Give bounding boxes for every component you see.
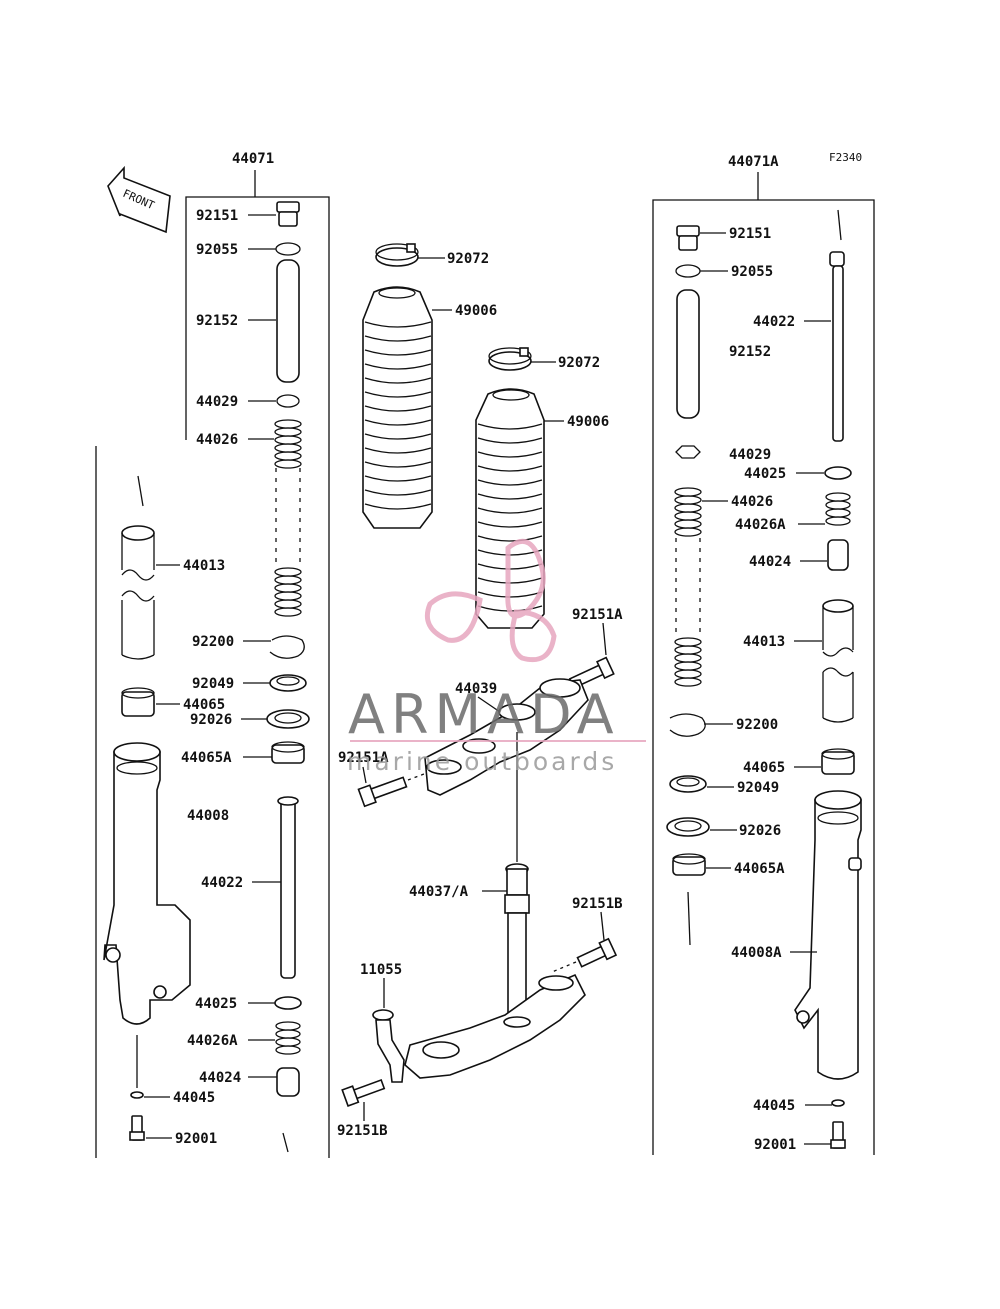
watermark-tagline: marine outboards xyxy=(347,747,617,776)
part-label: 92055 xyxy=(731,264,773,280)
right-parts xyxy=(666,209,862,1149)
part-label: 11055 xyxy=(360,962,402,978)
part-label: 44029 xyxy=(729,447,771,463)
leader-lines xyxy=(144,214,832,1145)
part-label: 44024 xyxy=(199,1070,241,1086)
part-label: 44037/A xyxy=(409,884,469,900)
part-label: 92072 xyxy=(447,251,489,267)
part-label: 92055 xyxy=(196,242,238,258)
figure-code: F2340 xyxy=(829,151,862,164)
part-label: 92151 xyxy=(729,226,771,242)
part-label: 44022 xyxy=(753,314,795,330)
part-label: 92151A xyxy=(338,750,389,766)
part-label: 44013 xyxy=(743,634,785,650)
part-label: 44039 xyxy=(455,681,497,697)
part-label: 44065A xyxy=(734,861,785,877)
part-label: 92152 xyxy=(196,313,238,329)
part-label: 44024 xyxy=(749,554,791,570)
part-label: 92200 xyxy=(192,634,234,650)
watermark: ARMADA marine outboards xyxy=(347,538,646,776)
right-group-bracket: 44071A xyxy=(652,154,875,1155)
part-label: 44026 xyxy=(196,432,238,448)
part-label: 44045 xyxy=(173,1090,215,1106)
part-label: 92049 xyxy=(737,780,779,796)
part-label: 44065A xyxy=(181,750,232,766)
propeller-logo-icon xyxy=(424,538,557,663)
part-label: 44013 xyxy=(183,558,225,574)
part-label: 49006 xyxy=(455,303,497,319)
left-part-labels: 92151 92055 92152 44029 44026 44013 9220… xyxy=(173,208,243,1147)
part-label: 44025 xyxy=(195,996,237,1012)
left-parts xyxy=(103,201,310,1153)
part-label: 44026A xyxy=(735,517,786,533)
part-label: 44026A xyxy=(187,1033,238,1049)
watermark-brand: ARMADA xyxy=(348,683,620,746)
part-label: 44008A xyxy=(731,945,782,961)
part-label: 92200 xyxy=(736,717,778,733)
part-label: 92152 xyxy=(729,344,771,360)
part-label: 92072 xyxy=(558,355,600,371)
part-label: 44026 xyxy=(731,494,773,510)
group-left-label: 44071 xyxy=(232,151,274,167)
part-label: 44008 xyxy=(187,808,229,824)
part-label: 92001 xyxy=(175,1131,217,1147)
part-label: 92151 xyxy=(196,208,238,224)
part-label: 92151B xyxy=(337,1123,388,1139)
part-label: 92151B xyxy=(572,896,623,912)
part-label: 92026 xyxy=(190,712,232,728)
left-group-bracket: 44071 xyxy=(95,151,330,1158)
part-label: 44065 xyxy=(743,760,785,776)
part-label: 92026 xyxy=(739,823,781,839)
group-right-label: 44071A xyxy=(728,154,779,170)
part-label: 44029 xyxy=(196,394,238,410)
front-arrow-icon: FRONT xyxy=(107,165,171,234)
part-label: 44065 xyxy=(183,697,225,713)
part-label: 44025 xyxy=(744,466,786,482)
right-part-labels: 92151 92055 44022 92152 44029 44025 4402… xyxy=(729,226,796,1153)
part-label: 92049 xyxy=(192,676,234,692)
center-parts xyxy=(341,243,618,1107)
part-label: 49006 xyxy=(567,414,609,430)
part-label: 92151A xyxy=(572,607,623,623)
part-label: 44045 xyxy=(753,1098,795,1114)
part-label: 92001 xyxy=(754,1137,796,1153)
part-label: 44022 xyxy=(201,875,243,891)
center-part-labels: 92072 49006 92072 49006 92151A 44039 921… xyxy=(337,251,623,1139)
